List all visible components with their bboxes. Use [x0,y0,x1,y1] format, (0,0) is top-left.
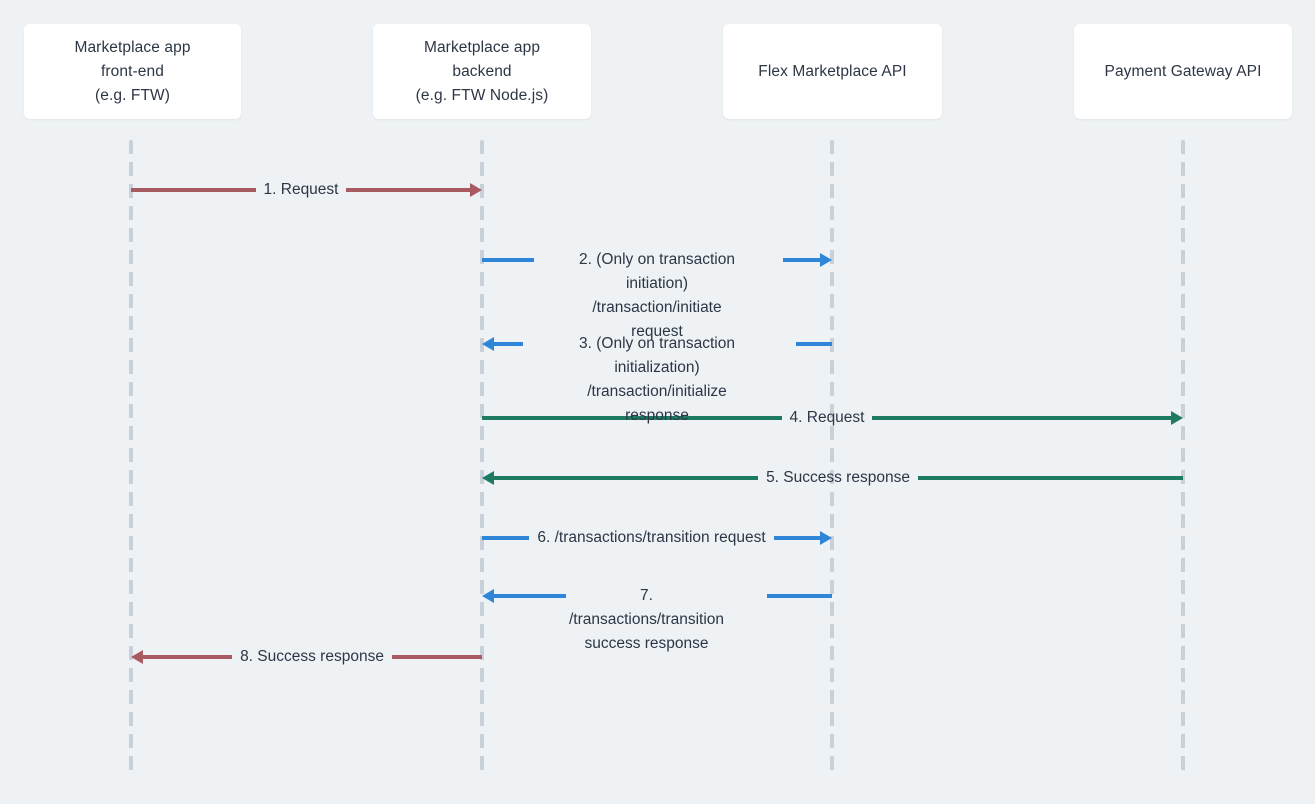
message-3-label: 3. (Only on transaction initialization) … [579,335,735,424]
message-2-line-right [783,258,821,262]
message-5-line-left [493,476,759,480]
message-1-label: 1. Request [263,181,339,198]
message-3-line-left [493,342,523,346]
message-4-line-left [482,416,782,420]
message-7-line-left [493,594,566,598]
message-8-label: 8. Success response [240,648,384,665]
message-2-label: 2. (Only on transaction initiation) /tra… [579,251,735,340]
message-3-line-right [796,342,832,346]
message-5-label: 5. Success response [766,469,910,486]
message-6-line-left [482,536,530,540]
message-5-line-right [917,476,1184,480]
lifeline-frontend [129,140,133,776]
message-4-line-right [872,416,1172,420]
lifeline-flex-api [830,140,834,776]
message-7-line-right [767,594,832,598]
message-6-line-right [773,536,822,540]
message-7-label: 7. /transactions/transition success resp… [568,587,725,652]
participant-box-flex-api: Flex Marketplace API [723,24,942,119]
participant-label-backend: Marketplace app backend (e.g. FTW Node.j… [415,38,549,104]
participant-box-frontend: Marketplace app front-end (e.g. FTW) [24,24,241,119]
message-1-line-left [131,188,256,192]
participant-label-flex-api: Flex Marketplace API [758,62,907,80]
participant-label-payment-gateway: Payment Gateway API [1104,62,1262,80]
participant-box-payment-gateway: Payment Gateway API [1074,24,1292,119]
message-1-line-right [346,188,471,192]
lifeline-backend [480,140,484,776]
lifeline-payment-gateway [1181,140,1185,776]
participant-label-frontend: Marketplace app front-end (e.g. FTW) [74,38,191,104]
message-8-line-right [391,655,483,659]
message-6-label: 6. /transactions/transition request [537,529,766,546]
message-8-line-left [142,655,233,659]
participant-box-backend: Marketplace app backend (e.g. FTW Node.j… [373,24,591,119]
message-2-line-left [482,258,534,262]
message-4-label: 4. Request [789,409,865,426]
